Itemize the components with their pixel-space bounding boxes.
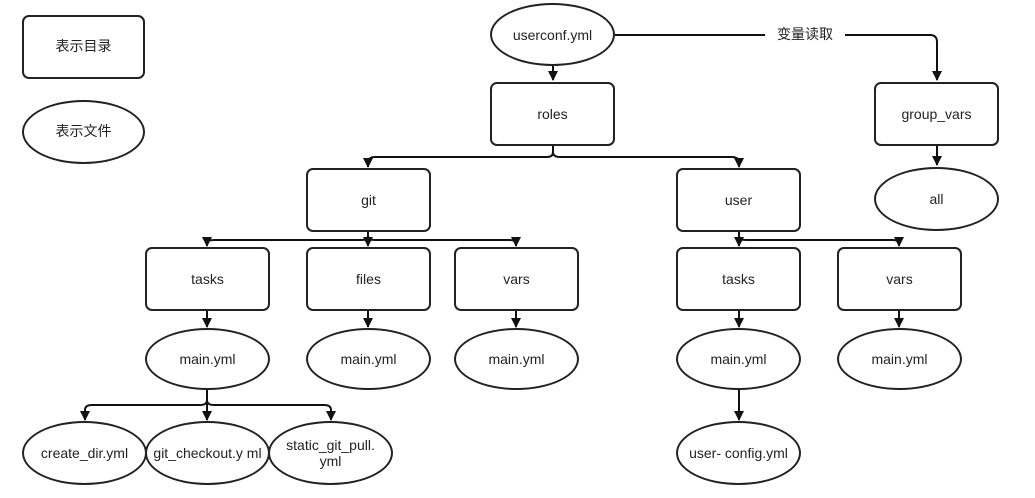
- node-user-config-yml: user- config.yml: [676, 421, 801, 485]
- node-git-tasks-main-yml: main.yml: [145, 328, 270, 390]
- edge-main-static-git-pull: [206, 390, 336, 421]
- node-userconf-yml: userconf.yml: [490, 3, 615, 66]
- edge-git-vars: [367, 232, 521, 247]
- node-user-tasks-main-yml: main.yml: [676, 328, 801, 390]
- legend-directory-box: 表示目录: [22, 15, 145, 79]
- node-all-file: all: [874, 167, 999, 231]
- node-group-vars-dir: group_vars: [874, 82, 999, 146]
- node-user-dir: user: [676, 168, 801, 232]
- legend-directory-label: 表示目录: [55, 39, 112, 55]
- edge-label-variable-read: 变量读取: [765, 26, 845, 44]
- edge-userconf-group-vars: [615, 34, 942, 81]
- node-git-tasks-dir: tasks: [145, 247, 270, 311]
- node-git-dir: git: [306, 168, 431, 232]
- node-user-tasks-dir: tasks: [676, 247, 801, 311]
- node-roles-dir: roles: [490, 82, 615, 146]
- edge-roles-user: [552, 146, 744, 168]
- node-git-vars-main-yml: main.yml: [454, 328, 579, 390]
- node-git-files-main-yml: main.yml: [306, 328, 431, 390]
- node-git-files-dir: files: [306, 247, 431, 311]
- edge-main-create-dir: [80, 390, 208, 421]
- edge-user-vars: [738, 232, 904, 247]
- node-static-git-pull-yml: static_git_pull. yml: [268, 421, 393, 485]
- node-git-checkout-yml: git_checkout.y ml: [145, 421, 270, 485]
- edge-git-tasks: [202, 232, 369, 247]
- legend-file-label: 表示文件: [55, 124, 112, 140]
- node-create-dir-yml: create_dir.yml: [22, 421, 147, 485]
- node-user-vars-main-yml: main.yml: [837, 328, 962, 390]
- legend-file-ellipse: 表示文件: [22, 100, 145, 164]
- node-user-vars-dir: vars: [837, 247, 962, 311]
- node-git-vars-dir: vars: [454, 247, 579, 311]
- edge-roles-git: [363, 146, 554, 168]
